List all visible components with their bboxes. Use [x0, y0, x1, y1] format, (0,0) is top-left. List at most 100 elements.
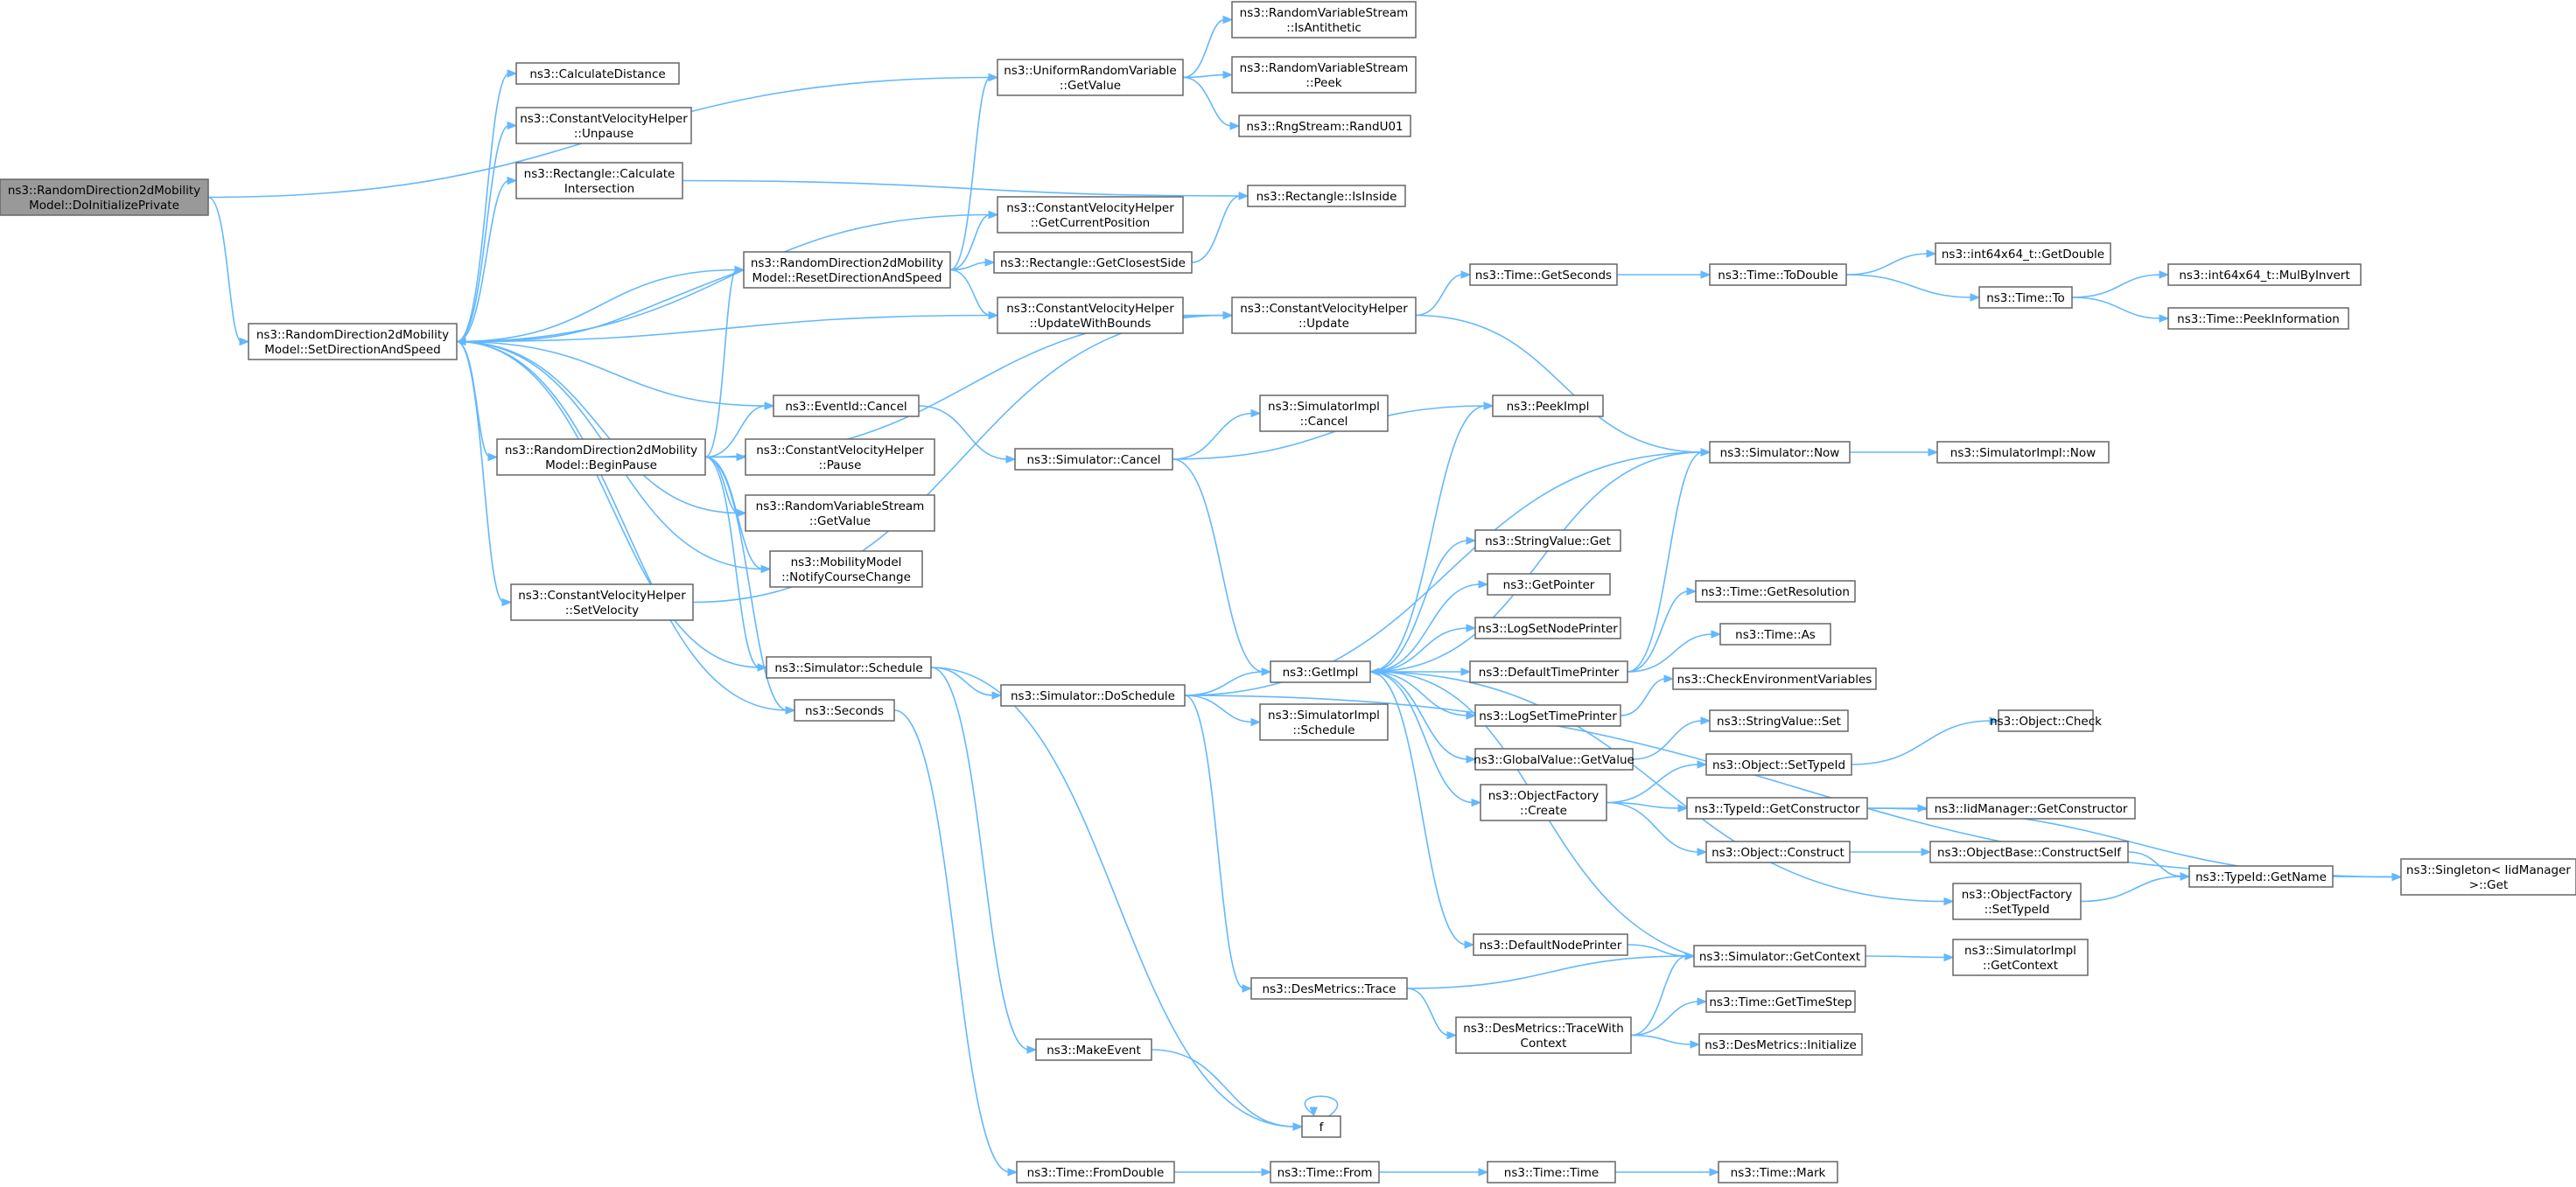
node-ns3-typeid-getconstructor[interactable]: ns3::TypeId::GetConstructor	[1686, 797, 1868, 820]
node-ns3-object-check[interactable]: ns3::Object::Check	[1990, 709, 2102, 732]
edge-dosched-to-getimpl	[1184, 671, 1264, 696]
node-ns3-time-from[interactable]: ns3::Time::From	[1270, 1161, 1380, 1184]
node-ns3-stringvalue-get[interactable]: ns3::StringValue::Get	[1474, 529, 1621, 552]
node-ns3-getimpl[interactable]: ns3::GetImpl	[1270, 660, 1371, 683]
node-ns3-time-to[interactable]: ns3::Time::To	[1978, 286, 2073, 309]
arrowhead	[2391, 872, 2403, 882]
node-ns3-constantvelocityhelper-update[interactable]: ns3::ConstantVelocityHelper::Update	[1231, 297, 1417, 334]
edge-getimpl-to-strget	[1369, 540, 1469, 673]
edge-getimpl-to-gvget	[1369, 671, 1469, 760]
arrowhead	[1483, 401, 1494, 410]
node-label: ns3::Time::To	[1986, 291, 2065, 305]
node-ns3-simulator-now[interactable]: ns3::Simulator::Now	[1709, 441, 1851, 464]
node-ns3-checkenvironmentvariables[interactable]: ns3::CheckEnvironmentVariables	[1672, 667, 1877, 690]
node-ns3-typeid-getname[interactable]: ns3::TypeId::GetName	[2188, 865, 2334, 888]
node-ns3-logsetnodeprinter[interactable]: ns3::LogSetNodePrinter	[1474, 617, 1621, 639]
node-box	[1301, 1115, 1341, 1138]
node-f[interactable]: f	[1301, 1115, 1341, 1138]
node-box	[1705, 990, 1856, 1013]
node-ns3-simulator-schedule[interactable]: ns3::Simulator::Schedule	[766, 656, 932, 679]
edge-getctx-to-simimplctx	[1865, 955, 1947, 959]
node-ns3-int64x64-t-mulbyinvert[interactable]: ns3::int64x64_t::MulByInvert	[2167, 263, 2362, 286]
node-ns3-seconds[interactable]: ns3::Seconds	[794, 699, 895, 722]
node-ns3-uniformrandomvariable-getvalue[interactable]: ns3::UniformRandomVariable::GetValue	[997, 59, 1184, 96]
node-ns3-time-getresolution[interactable]: ns3::Time::GetResolution	[1695, 580, 1856, 603]
node-ns3-randomdirection2dmobility-model-resetdirectionandspeed[interactable]: ns3::RandomDirection2dMobilityModel::Res…	[743, 251, 951, 289]
node-ns3-simulatorimpl-now[interactable]: ns3::SimulatorImpl::Now	[1936, 441, 2110, 464]
edge-sds-to-calcint	[456, 179, 510, 343]
node-ns3-calculatedistance[interactable]: ns3::CalculateDistance	[515, 62, 680, 85]
node-ns3-time-todouble[interactable]: ns3::Time::ToDouble	[1709, 263, 1847, 286]
node-ns3-randomdirection2dmobility-model-setdirectionandspeed[interactable]: ns3::RandomDirection2dMobilityModel::Set…	[248, 323, 458, 360]
node-ns3-randomdirection2dmobility-model-doinitializeprivate[interactable]: ns3::RandomDirection2dMobilityModel::DoI…	[0, 178, 209, 216]
node-ns3-rectangle-isinside[interactable]: ns3::Rectangle::IsInside	[1247, 185, 1406, 207]
node-ns3-objectfactory-create[interactable]: ns3::ObjectFactory::Create	[1480, 784, 1607, 821]
node-ns3-objectfactory-settypeid[interactable]: ns3::ObjectFactory::SetTypeId	[1952, 883, 2082, 920]
node-ns3-simulator-doschedule[interactable]: ns3::Simulator::DoSchedule	[1000, 684, 1186, 707]
node-ns3-time-getseconds[interactable]: ns3::Time::GetSeconds	[1469, 263, 1618, 286]
node-ns3-simulatorimpl-cancel[interactable]: ns3::SimulatorImpl::Cancel	[1259, 395, 1389, 432]
node-ns3-time-peekinformation[interactable]: ns3::Time::PeekInformation	[2167, 307, 2349, 330]
node-ns3-rectangle-getclosestside[interactable]: ns3::Rectangle::GetClosestSide	[993, 251, 1193, 274]
node-ns3-int64x64-t-getdouble[interactable]: ns3::int64x64_t::GetDouble	[1935, 242, 2111, 265]
node-ns3-peekimpl[interactable]: ns3::PeekImpl	[1492, 395, 1604, 417]
arrowhead	[764, 401, 775, 410]
arrowhead	[1686, 587, 1698, 596]
node-ns3-desmetrics-initialize[interactable]: ns3::DesMetrics::Initialize	[1698, 1033, 1863, 1056]
node-ns3-objectbase-constructself[interactable]: ns3::ObjectBase::ConstructSelf	[1929, 841, 2129, 863]
node-ns3-randomvariablestream-getvalue[interactable]: ns3::RandomVariableStream::GetValue	[745, 494, 935, 532]
edge-rds-to-closest	[949, 262, 988, 271]
node-ns3-object-construct[interactable]: ns3::Object::Construct	[1705, 841, 1851, 863]
node-ns3-constantvelocityhelper-pause[interactable]: ns3::ConstantVelocityHelper::Pause	[745, 438, 935, 476]
node-ns3-desmetrics-trace[interactable]: ns3::DesMetrics::Trace	[1250, 977, 1408, 1000]
node-ns3-defaultnodeprinter[interactable]: ns3::DefaultNodePrinter	[1473, 933, 1628, 956]
node-ns3-randomvariablestream-isantithetic[interactable]: ns3::RandomVariableStream::IsAntithetic	[1231, 1, 1417, 38]
node-ns3-simulator-cancel[interactable]: ns3::Simulator::Cancel	[1014, 448, 1173, 471]
node-ns3-constantvelocityhelper-unpause[interactable]: ns3::ConstantVelocityHelper::Unpause	[515, 107, 692, 144]
node-box	[1686, 797, 1868, 820]
node-ns3-stringvalue-set[interactable]: ns3::StringValue::Set	[1709, 709, 1849, 732]
node-ns3-simulatorimpl-getcontext[interactable]: ns3::SimulatorImpl::GetContext	[1952, 939, 2089, 976]
node-ns3-time-fromdouble[interactable]: ns3::Time::FromDouble	[1016, 1161, 1175, 1184]
node-ns3-constantvelocityhelper-setvelocity[interactable]: ns3::ConstantVelocityHelper::SetVelocity	[510, 583, 694, 621]
node-ns3-time-mark[interactable]: ns3::Time::Mark	[1718, 1161, 1838, 1184]
node-ns3-rngstream-randu01[interactable]: ns3::RngStream::RandU01	[1238, 115, 1411, 137]
node-ns3-constantvelocityhelper-updatewithbounds[interactable]: ns3::ConstantVelocityHelper::UpdateWithB…	[997, 297, 1184, 334]
node-ns3-mobilitymodel-notifycoursechange[interactable]: ns3::MobilityModel::NotifyCourseChange	[769, 550, 923, 588]
node-label: ::Pause	[819, 458, 862, 472]
node-label: ::GetValue	[809, 514, 871, 528]
node-label: ns3::RngStream::RandU01	[1246, 120, 1403, 134]
node-ns3-singleton-iidmanager-get[interactable]: ns3::Singleton< IidManager>::Get	[2400, 858, 2576, 896]
node-ns3-time-as[interactable]: ns3::Time::As	[1719, 623, 1831, 646]
arrowhead	[1292, 1122, 1304, 1131]
node-ns3-defaulttimeprinter[interactable]: ns3::DefaultTimePrinter	[1469, 660, 1628, 683]
node-box	[745, 494, 935, 532]
node-ns3-globalvalue-getvalue[interactable]: ns3::GlobalValue::GetValue	[1474, 748, 1634, 771]
node-label: ::Create	[1520, 804, 1567, 818]
node-ns3-time-time[interactable]: ns3::Time::Time	[1487, 1161, 1616, 1184]
node-ns3-simulatorimpl-schedule[interactable]: ns3::SimulatorImpl::Schedule	[1259, 703, 1389, 741]
node-box	[1492, 395, 1604, 417]
node-ns3-eventid-cancel[interactable]: ns3::EventId::Cancel	[773, 395, 920, 417]
node-ns3-time-gettimestep[interactable]: ns3::Time::GetTimeStep	[1705, 990, 1856, 1013]
node-box	[1474, 617, 1621, 639]
node-box	[1952, 939, 2089, 976]
arrowhead	[1478, 1168, 1489, 1177]
edge-sds-to-bp	[456, 340, 491, 458]
node-ns3-iidmanager-getconstructor[interactable]: ns3::IidManager::GetConstructor	[1926, 797, 2136, 820]
node-ns3-randomdirection2dmobility-model-beginpause[interactable]: ns3::RandomDirection2dMobilityModel::Beg…	[496, 438, 706, 476]
node-ns3-randomvariablestream-peek[interactable]: ns3::RandomVariableStream::Peek	[1231, 56, 1417, 94]
edge-root-to-sds	[207, 196, 242, 343]
node-ns3-makeevent[interactable]: ns3::MakeEvent	[1035, 1038, 1152, 1061]
node-ns3-simulator-getcontext[interactable]: ns3::Simulator::GetContext	[1693, 945, 1866, 967]
node-label: Model::ResetDirectionAndSpeed	[752, 271, 942, 285]
node-ns3-logsettimeprinter[interactable]: ns3::LogSetTimePrinter	[1474, 704, 1621, 727]
node-ns3-getpointer[interactable]: ns3::GetPointer	[1487, 573, 1611, 596]
node-label: ns3::RandomDirection2dMobility	[505, 443, 697, 457]
node-ns3-constantvelocityhelper-getcurrentposition[interactable]: ns3::ConstantVelocityHelper::GetCurrentP…	[997, 196, 1184, 234]
arrowhead	[1466, 624, 1477, 632]
arrowhead	[757, 663, 768, 672]
node-ns3-object-settypeid[interactable]: ns3::Object::SetTypeId	[1705, 753, 1852, 776]
